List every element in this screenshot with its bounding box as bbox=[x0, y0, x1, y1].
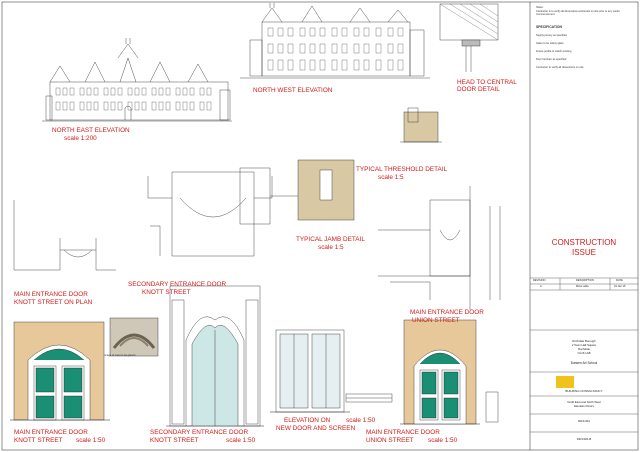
secondary-plan-title-2: KNOTT STREET bbox=[142, 289, 191, 296]
union-elev-scale: scale 1:50 bbox=[428, 437, 458, 444]
head-detail-drawing bbox=[439, 3, 499, 72]
union-street-plan-drawing bbox=[378, 186, 501, 310]
drawing-title-1: North East and North West bbox=[567, 400, 601, 404]
new-door-elevation-drawing bbox=[270, 329, 393, 413]
rev-header-description: DESCRIPTION bbox=[576, 279, 594, 282]
threshold-scale: scale 1:5 bbox=[378, 174, 404, 181]
rev-row-revision: A bbox=[540, 285, 542, 288]
knott-elev-title-1: MAIN ENTRANCE DOOR bbox=[14, 429, 88, 436]
drawing-number: DD/1/401 bbox=[578, 419, 590, 423]
rev-header-revision: REVISION bbox=[533, 279, 546, 282]
client-line-4: OL16 1AB bbox=[577, 351, 591, 355]
jamb-detail-drawing bbox=[239, 159, 355, 225]
spec-line-4: Door furniture as specified bbox=[536, 58, 567, 61]
threshold-title: TYPICAL THRESHOLD DETAIL bbox=[356, 166, 448, 173]
knott-elev-scale: scale 1:50 bbox=[76, 437, 106, 444]
drawing-title-2: Elevation Doors bbox=[574, 404, 594, 408]
north-east-scale: scale 1:200 bbox=[64, 135, 97, 142]
secondary-entrance-plan-drawing bbox=[147, 171, 273, 257]
north-west-elevation-drawing bbox=[240, 3, 430, 79]
new-door-title-1: ELEVATION ON bbox=[284, 417, 331, 424]
construction-issue-line-2: ISSUE bbox=[571, 248, 596, 257]
secondary-entrance-elevation-drawing bbox=[166, 285, 264, 427]
new-door-title-2: NEW DOOR AND SCREEN bbox=[276, 425, 356, 432]
north-west-title: NORTH WEST ELEVATION bbox=[253, 87, 333, 94]
spec-heading: SPECIFICATION bbox=[536, 25, 562, 29]
knott-elev-title-2: KNOTT STREET bbox=[14, 437, 63, 444]
north-east-elevation-drawing bbox=[42, 38, 232, 122]
spec-line-5: Contractor to verify all dimensions on s… bbox=[536, 66, 584, 69]
crest-note: Image of crest to be glazed bbox=[104, 354, 136, 357]
spec-line-2: Glass to be safety glass bbox=[536, 42, 564, 45]
union-elev-title-1: MAIN ENTRANCE DOOR bbox=[366, 429, 440, 436]
head-detail-title: HEAD TO CENTRAL DOOR DETAIL bbox=[457, 79, 517, 94]
notes-intro-1: Notes: bbox=[536, 6, 544, 9]
union-elev-title-2: UNION STREET bbox=[366, 437, 414, 444]
project-name: Darwen Art School bbox=[570, 361, 598, 365]
union-plan-title-1: MAIN ENTRANCE DOOR bbox=[410, 309, 484, 316]
notes-intro-2: Contractor is to verify all dimensions a… bbox=[536, 10, 620, 17]
knott-street-plan-drawing bbox=[13, 200, 116, 271]
north-east-title: NORTH EAST ELEVATION bbox=[52, 127, 130, 134]
jamb-scale: scale 1:5 bbox=[318, 244, 344, 251]
rev-row-description: Minor edits bbox=[576, 285, 589, 288]
rev-row-date: 01 Jan 15 bbox=[614, 285, 626, 288]
spec-line-1: Supply joinery as specified bbox=[536, 34, 567, 37]
union-plan-title-2: UNION STREET bbox=[412, 317, 460, 324]
spec-line-3: Frame profile to match existing bbox=[536, 50, 572, 53]
construction-issue-line-1: CONSTRUCTION bbox=[551, 238, 617, 247]
secondary-elev-title-1: SECONDARY ENTRANCE DOOR bbox=[150, 429, 249, 436]
secondary-elev-title-2: KNOTT STREET bbox=[150, 437, 199, 444]
union-street-elevation-drawing bbox=[400, 319, 499, 425]
knott-street-elevation-drawing bbox=[10, 321, 110, 421]
jamb-title: TYPICAL JAMB DETAIL bbox=[296, 236, 365, 243]
knott-plan-title-1: MAIN ENTRANCE DOOR bbox=[14, 291, 88, 298]
threshold-detail-drawing bbox=[400, 107, 442, 143]
client-line-1: Rochdale Borough bbox=[572, 339, 596, 343]
title-block-lines bbox=[530, 277, 638, 433]
client-line-3: Rochdale bbox=[578, 347, 590, 351]
rev-header-date: DATE bbox=[616, 279, 623, 282]
client-line-2: 2 Town Hall Square bbox=[571, 343, 597, 347]
crest-image bbox=[109, 317, 159, 357]
new-door-scale: scale 1:50 bbox=[346, 417, 376, 424]
firm-name: BUILDING CONSULTANCY bbox=[565, 389, 603, 393]
knott-plan-title-2: KNOTT STREET ON PLAN bbox=[14, 299, 93, 306]
sheet-ref: DD/1/401-B bbox=[576, 437, 592, 441]
secondary-elev-scale: scale 1:50 bbox=[226, 437, 256, 444]
secondary-plan-title-1: SECONDARY ENTRANCE DOOR bbox=[128, 281, 227, 288]
